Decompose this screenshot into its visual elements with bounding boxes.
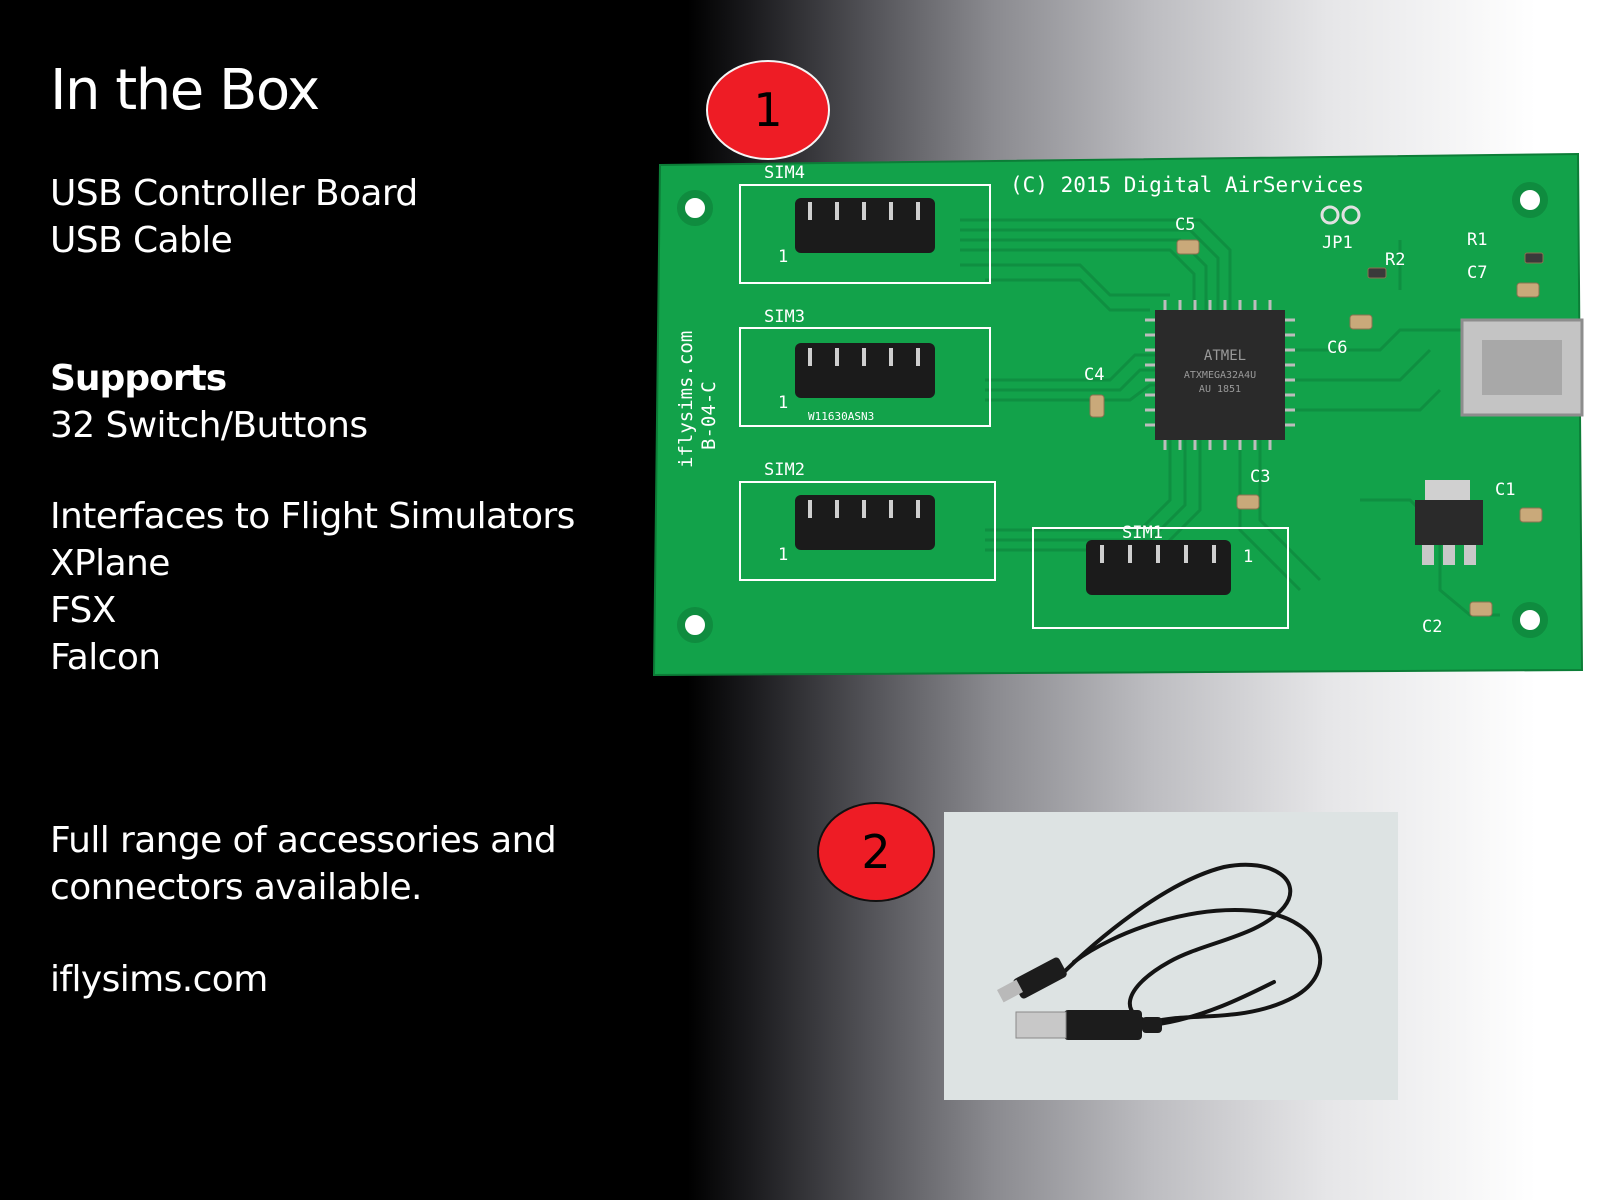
board-side-text-website: iflysims.com: [675, 331, 697, 468]
usb-mini-plug: [997, 957, 1067, 1003]
c6-label: C6: [1327, 338, 1347, 358]
pin-headers: [795, 198, 1231, 595]
sim2-label: SIM2: [764, 460, 805, 480]
jp1-label: JP1: [1322, 233, 1353, 253]
usb-cable-photo: [944, 812, 1398, 1100]
silkscreen-labels: (C) 2015 Digital AirServices SIM4 SIM3 S…: [675, 163, 1515, 637]
box-contents-list: USB Controller Board USB Cable: [50, 170, 418, 264]
usb-controller-board-photo: ATMEL ATXMEGA32A4U AU 1851: [652, 152, 1584, 677]
c3-label: C3: [1250, 467, 1270, 487]
chip-brand: ATMEL: [1204, 348, 1246, 364]
supports-section: Supports 32 Switch/Buttons: [50, 355, 368, 449]
pin1-label-sim3: 1: [778, 393, 788, 413]
sim4-label: SIM4: [764, 163, 805, 183]
r1-label: R1: [1467, 230, 1487, 250]
pin1-label-sim1: 1: [1243, 547, 1253, 567]
microcontroller-chip: ATMEL ATXMEGA32A4U AU 1851: [1145, 300, 1295, 450]
chip-part-number: ATXMEGA32A4U: [1184, 370, 1256, 381]
jumper-pads: [1320, 205, 1361, 225]
accessories-line-2: connectors available.: [50, 867, 422, 908]
c5-label: C5: [1175, 215, 1195, 235]
callout-badge-2: 2: [817, 802, 935, 902]
chip-date-code: AU 1851: [1199, 384, 1241, 395]
sim1-label: SIM1: [1122, 523, 1163, 543]
mounting-holes: [677, 182, 1548, 643]
c4-label: C4: [1084, 365, 1104, 385]
r2-label: R2: [1385, 250, 1405, 270]
interface-item-falcon: Falcon: [50, 637, 161, 678]
usb-cable-wire: [1057, 862, 1323, 1026]
passive-components: [1089, 239, 1544, 617]
voltage-regulator: [1415, 480, 1483, 565]
board-copyright: (C) 2015 Digital AirServices: [1010, 173, 1364, 197]
silkscreen-boxes: [739, 184, 1289, 629]
cable-photo-background: [944, 812, 1398, 1100]
usb-mini-connector: [1460, 318, 1584, 417]
supports-item: 32 Switch/Buttons: [50, 405, 368, 446]
box-item-cable: USB Cable: [50, 220, 233, 261]
accessories-line-1: Full range of accessories and: [50, 820, 557, 861]
header-marking: W11630ASN3: [808, 410, 874, 423]
supports-heading: Supports: [50, 358, 227, 399]
accessories-note: Full range of accessories and connectors…: [50, 817, 557, 911]
sim3-label: SIM3: [764, 307, 805, 327]
interface-item-xplane: XPlane: [50, 543, 170, 584]
pcb-body: [652, 152, 1584, 677]
interfaces-heading: Interfaces to Flight Simulators: [50, 496, 575, 537]
c2-label: C2: [1422, 617, 1442, 637]
website-link[interactable]: iflysims.com: [50, 959, 268, 1000]
pin1-label-sim4: 1: [778, 247, 788, 267]
c7-label: C7: [1467, 263, 1487, 283]
page-title: In the Box: [50, 58, 320, 123]
callout-badge-1: 1: [706, 60, 830, 160]
pin1-label-sim2: 1: [778, 545, 788, 565]
box-item-board: USB Controller Board: [50, 173, 418, 214]
website-block: iflysims.com: [50, 956, 268, 1003]
board-side-text-revision: B-04-C: [698, 381, 720, 450]
c1-label: C1: [1495, 480, 1515, 500]
interfaces-section: Interfaces to Flight Simulators XPlane F…: [50, 493, 575, 681]
interface-item-fsx: FSX: [50, 590, 116, 631]
pcb-traces: [960, 218, 1500, 617]
usb-a-plug: [1015, 1010, 1162, 1040]
